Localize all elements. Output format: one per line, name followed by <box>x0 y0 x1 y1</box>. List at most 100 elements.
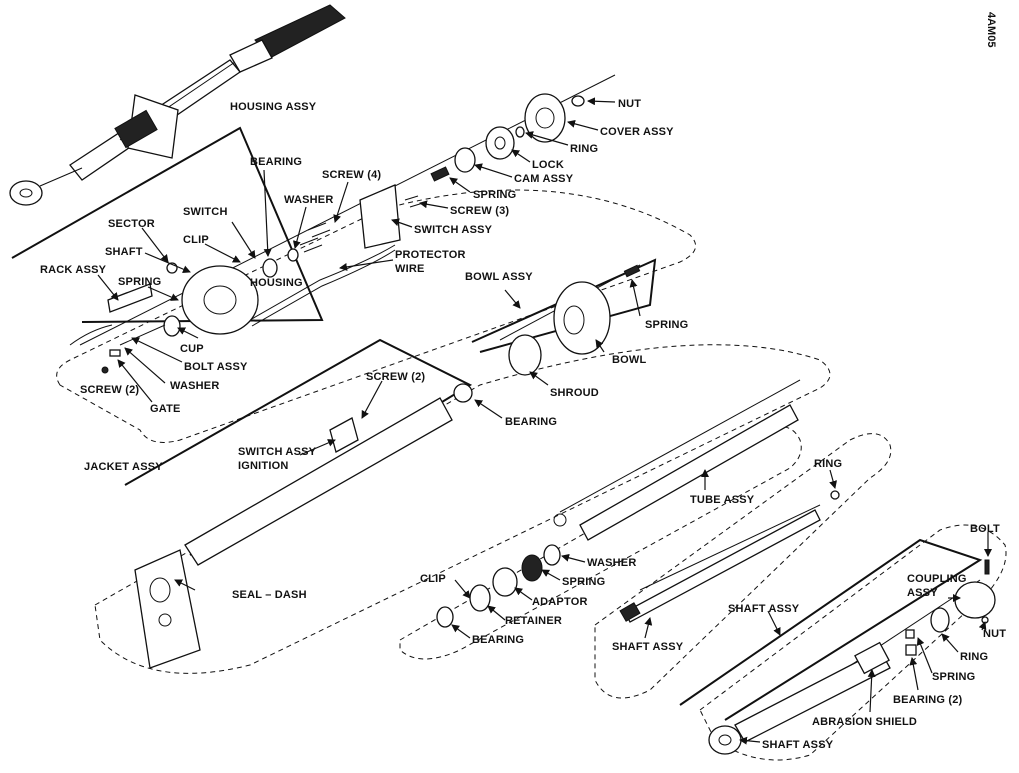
gate-part <box>109 349 121 357</box>
adaptor-part <box>492 567 518 597</box>
ring-low-part <box>930 607 950 633</box>
label-protector-wire-2: WIRE <box>395 263 425 275</box>
label-spring-top: SPRING <box>473 189 516 201</box>
label-spring-bowl: SPRING <box>645 319 688 331</box>
housing-part <box>181 265 259 335</box>
label-screw4: SCREW (4) <box>322 169 381 181</box>
label-bowl: BOWL <box>612 354 646 366</box>
shaft-low-part <box>734 649 891 743</box>
label-lock: LOCK <box>532 159 564 171</box>
group-outlines <box>56 189 1007 761</box>
tube-assy-parts <box>436 404 840 628</box>
bowl-assy-parts <box>453 264 641 403</box>
seal-dash-part <box>134 549 201 669</box>
label-shaft-assy-top: SHAFT ASSY <box>728 603 800 615</box>
shroud-part <box>508 334 542 376</box>
coupling-assy-part <box>954 581 996 619</box>
spring-low-part <box>905 629 915 639</box>
cam-assy-part <box>454 147 476 173</box>
label-tube-assy: TUBE ASSY <box>690 494 755 506</box>
bowl-part <box>553 281 611 355</box>
label-bowl-assy: BOWL ASSY <box>465 271 533 283</box>
figure-code: 4AM05 <box>985 12 997 47</box>
spring-bowl-part <box>623 264 641 278</box>
spring-mid-part <box>521 554 543 582</box>
label-bolt-assy: BOLT ASSY <box>184 361 248 373</box>
label-switch-assy-ign-2: IGNITION <box>238 460 289 472</box>
label-shaft: SHAFT <box>105 246 143 258</box>
label-clip-top: CLIP <box>183 234 209 246</box>
cover-assy-part <box>524 93 566 143</box>
bolt-assy-part <box>119 324 166 346</box>
label-cup: CUP <box>180 343 204 355</box>
label-coupling-assy-2: ASSY <box>907 587 938 599</box>
bearing-mid-part <box>453 383 473 403</box>
label-retainer: RETAINER <box>505 615 562 627</box>
lower-shaft-parts <box>708 559 996 755</box>
protector-wire-part <box>249 244 396 321</box>
label-shaft-assy-low: SHAFT ASSY <box>762 739 834 751</box>
lock-part <box>485 126 515 160</box>
abrasion-shield-part <box>854 641 890 675</box>
jacket-tube-part <box>184 397 453 566</box>
label-nut-low: NUT <box>983 628 1006 640</box>
washer-mid-part <box>543 544 561 566</box>
label-bolt: BOLT <box>970 523 1000 535</box>
label-clip-low: CLIP <box>420 573 446 585</box>
washer-top-part <box>287 248 299 262</box>
label-spring-mid: SPRING <box>562 576 605 588</box>
overview-column-illustration <box>9 4 346 206</box>
label-cover-assy: COVER ASSY <box>600 126 674 138</box>
middle-shaft-assy <box>619 509 821 623</box>
label-screw2-mid: SCREW (2) <box>366 371 425 383</box>
ignition-switch-part <box>329 417 359 453</box>
label-rack-assy: RACK ASSY <box>40 264 107 276</box>
switch-assy-part <box>359 184 401 249</box>
tube-part <box>579 404 799 541</box>
label-abrasion-shield: ABRASION SHIELD <box>812 716 917 728</box>
cup-part <box>163 315 181 337</box>
housing-parts <box>69 248 299 374</box>
label-gate: GATE <box>150 403 181 415</box>
label-bearing2: BEARING (2) <box>893 694 963 706</box>
label-nut-top: NUT <box>618 98 641 110</box>
label-protector-wire-1: PROTECTOR <box>395 249 466 261</box>
label-switch-assy-ign-1: SWITCH ASSY <box>238 446 317 458</box>
jacket-assy-parts <box>134 397 453 669</box>
label-switch-assy: SWITCH ASSY <box>414 224 493 236</box>
retainer-part <box>469 584 491 612</box>
label-bearing-mid: BEARING <box>505 416 557 428</box>
label-adaptor: ADAPTOR <box>532 596 588 608</box>
label-screw2-left: SCREW (2) <box>80 384 139 396</box>
leader-arrows <box>97 97 992 745</box>
label-jacket-assy: JACKET ASSY <box>84 461 163 473</box>
ring-top-part <box>515 126 525 138</box>
label-washer-top: WASHER <box>284 194 333 206</box>
lock-parts <box>404 93 585 208</box>
bearing-top-part <box>262 258 278 278</box>
rack-assy-part <box>107 283 153 313</box>
label-switch: SWITCH <box>183 206 228 218</box>
ring-mid-part <box>830 490 840 500</box>
shaft-flange-part <box>708 725 742 755</box>
label-bearing-low: BEARING <box>472 634 524 646</box>
label-spring-low: SPRING <box>932 671 975 683</box>
label-housing-assy: HOUSING ASSY <box>230 101 317 113</box>
label-shaft-assy-mid: SHAFT ASSY <box>612 641 684 653</box>
label-washer-left: WASHER <box>170 380 219 392</box>
screw-left-part <box>101 366 109 374</box>
label-washer-mid: WASHER <box>587 557 636 569</box>
part-labels: HOUSING ASSY NUT COVER ASSY RING LOCK CA… <box>40 98 1006 751</box>
label-screw3: SCREW (3) <box>450 205 509 217</box>
label-shroud: SHROUD <box>550 387 599 399</box>
label-bearing-top: BEARING <box>250 156 302 168</box>
label-spring-rack: SPRING <box>118 276 161 288</box>
nut-top-part <box>571 95 585 107</box>
bearing2-part <box>905 644 917 656</box>
label-coupling-assy-1: COUPLING <box>907 573 967 585</box>
spring-top-part <box>430 166 450 182</box>
label-sector: SECTOR <box>108 218 155 230</box>
switch-and-wire-parts <box>249 184 401 327</box>
bolt-part <box>984 559 990 575</box>
